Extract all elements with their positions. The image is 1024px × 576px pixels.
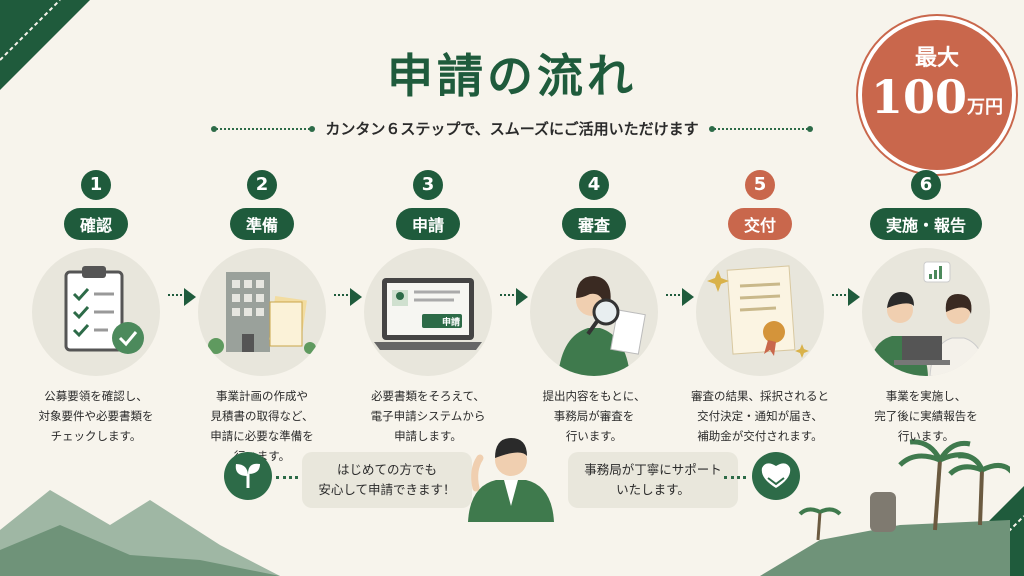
- step-number: 6: [911, 170, 941, 200]
- step-description: 事業計画の作成や 見積書の取得など、 申請に必要な準備を 行います。: [210, 389, 314, 463]
- mountain-landscape-illustration: [0, 490, 280, 576]
- step-description: 公募要領を確認し、 対象要件や必要書類を チェックします。: [38, 389, 154, 443]
- arrow-icon: [168, 288, 196, 306]
- reviewer-magnifier-icon: [530, 248, 658, 376]
- badge-unit: 万円: [967, 97, 1004, 118]
- step-number: 2: [247, 170, 277, 200]
- arrow-icon: [832, 288, 860, 306]
- step-6: 6 実施・報告 事業を実施し、 完了後に実績報告を 行います。: [846, 170, 1006, 446]
- arrow-icon: [334, 288, 362, 306]
- badge-amount-row: 100万円: [862, 72, 1012, 133]
- laptop-application-icon: 申請: [364, 248, 492, 376]
- step-2: 2 準備 事業計画の作成や 見積書の取得など、 申請に必要な準備を 行います。: [182, 170, 342, 466]
- step-label: 交付: [727, 208, 792, 240]
- reassurance-message: はじめての方でも 安心して申請できます！: [302, 452, 472, 508]
- max-amount-badge: 最大 100万円: [858, 16, 1016, 174]
- handshake-heart-icon: [752, 452, 800, 500]
- step-label: 実施・報告: [869, 208, 982, 240]
- subtitle-row: カンタン６ステップで、スムーズにご活用いただけます: [0, 118, 1024, 139]
- arrow-icon: [500, 288, 528, 306]
- step-number: 5: [745, 170, 775, 200]
- badge-line1: 最大: [914, 46, 959, 71]
- step-label: 準備: [229, 208, 294, 240]
- people-reporting-icon: [862, 248, 990, 376]
- arrow-icon: [666, 288, 694, 306]
- step-description: 審査の結果、採択されると 交付決定・通知が届き、 補助金が交付されます。: [691, 389, 829, 443]
- top-left-corner-decoration: [0, 0, 90, 90]
- clipboard-check-icon: [32, 248, 160, 376]
- step-label: 審査: [561, 208, 626, 240]
- step-5: 5 交付 審査の結果、採択されると 交付決定・通知が届き、 補助金が交付されます…: [680, 170, 840, 446]
- step-3: 3 申請 申請 必要書類をそろえて、 電子申請システムから 申請します。: [348, 170, 508, 446]
- subtitle: カンタン６ステップで、スムーズにご活用いただけます: [325, 120, 699, 138]
- step-label: 申請: [395, 208, 460, 240]
- step-description: 事業を実施し、 完了後に実績報告を 行います。: [874, 389, 978, 443]
- screen-apply-button: 申請: [441, 318, 460, 328]
- right-dotted-line: [708, 125, 813, 132]
- step-description: 提出内容をもとに、 事務局が審査を 行います。: [542, 389, 646, 443]
- building-documents-icon: [198, 248, 326, 376]
- page-title: 申請の流れ: [387, 49, 637, 103]
- island-palm-illustration: [760, 439, 1010, 576]
- step-1: 1 確認 公募要領を確認し、 対象要件や必要書類を チェックします。: [16, 170, 176, 446]
- step-label: 確認: [63, 208, 128, 240]
- step-number: 1: [81, 170, 111, 200]
- step-number: 4: [579, 170, 609, 200]
- step-description: 必要書類をそろえて、 電子申請システムから 申請します。: [370, 389, 486, 443]
- sprout-icon: [224, 452, 272, 500]
- certificate-icon: [696, 248, 824, 376]
- dotted-connector: [724, 476, 746, 479]
- support-message: 事務局が丁寧にサポート いたします。: [568, 452, 738, 508]
- support-staff-illustration: [466, 430, 556, 522]
- step-number: 3: [413, 170, 443, 200]
- left-dotted-line: [211, 125, 316, 132]
- badge-amount: 100: [870, 70, 968, 124]
- step-4: 4 審査 提出内容をもとに、 事務局が審査を 行います。: [514, 170, 674, 446]
- dotted-connector: [276, 476, 298, 479]
